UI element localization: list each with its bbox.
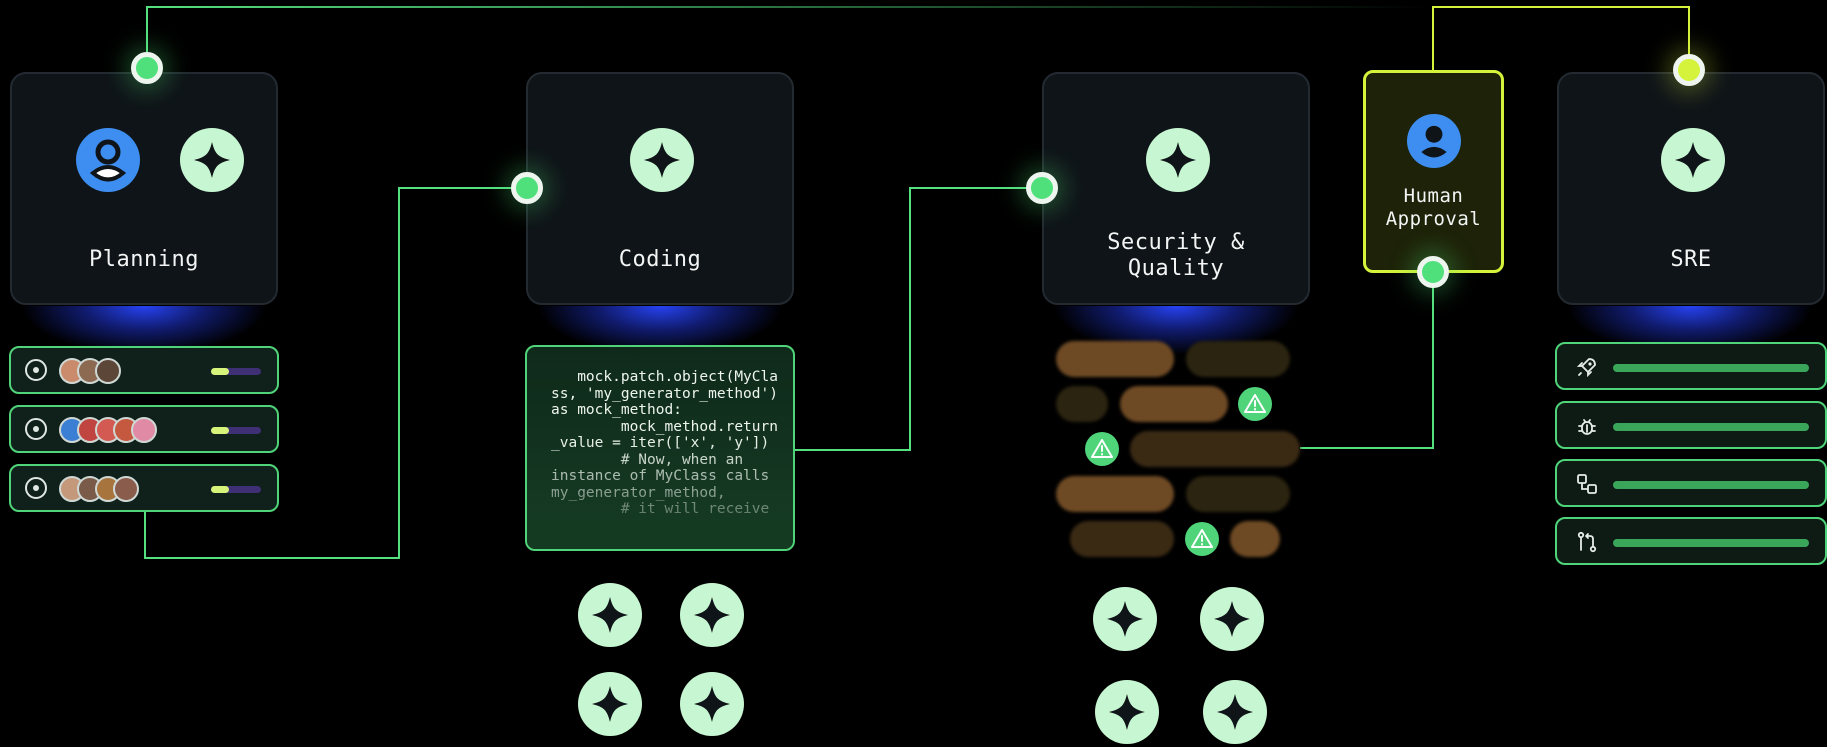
planning-task-row[interactable] [9,464,279,512]
ai-agent-icon [1203,680,1267,744]
ai-agent-icon [578,583,642,647]
warning-icon [1085,432,1119,466]
task-progress-bar [211,486,261,493]
sre-tool-debug[interactable] [1555,401,1827,449]
ai-agent-icon [1661,128,1725,192]
scan-finding [1186,341,1290,377]
ai-agent-icon [1200,587,1264,651]
ai-agent-icon [1146,128,1210,192]
avatar [131,417,157,443]
workflow-icon [1577,474,1597,494]
human-icon [1407,114,1461,168]
human-approval-card[interactable]: Human Approval [1363,70,1504,273]
human-agent-icon [76,128,140,192]
security-title-line2: Quality [1127,256,1225,281]
warning-icon [1185,522,1219,556]
task-status-icon [25,477,47,499]
scan-finding [1056,386,1108,422]
wire-coding-security [795,187,1042,451]
scan-finding [1130,431,1300,467]
scan-finding [1186,476,1290,512]
code-snippet-panel: mock.patch.object(MyCla ss, 'my_generato… [525,345,795,551]
ai-agent-icon [630,128,694,192]
approval-title-line2: Approval [1385,208,1482,230]
ai-agent-icon [1095,680,1159,744]
wire-planning-coding [144,187,527,559]
planning-card: Planning [10,72,278,305]
security-title-line1: Security & [1107,230,1245,255]
coding-input-node[interactable] [511,172,543,204]
avatar [113,476,139,502]
task-progress-bar [211,368,261,375]
task-status-icon [25,359,47,381]
sre-tool-pull-request[interactable] [1555,517,1827,565]
ai-agent-icon [680,583,744,647]
task-status-icon [25,418,47,440]
approval-node[interactable] [1417,256,1449,288]
wire-top-yellow [1432,6,1690,72]
planning-top-node[interactable] [131,52,163,84]
scan-finding [1230,521,1280,557]
planning-task-row[interactable] [9,346,279,394]
ai-agent-icon [680,672,744,736]
ai-agent-icon [1093,587,1157,651]
wire-security-approval [1300,272,1434,449]
planning-title: Planning [89,247,199,272]
sre-top-node[interactable] [1673,54,1705,86]
scan-finding [1070,521,1174,557]
wire-top-green [146,6,1430,70]
coding-card: Coding [526,72,794,305]
approval-title-line1: Human [1403,185,1464,207]
bug-icon [1578,419,1596,435]
ai-agent-icon [578,672,642,736]
sre-tool-workflow[interactable] [1555,459,1827,507]
avatar [95,358,121,384]
scan-finding [1120,386,1228,422]
scan-finding [1056,476,1174,512]
security-input-node[interactable] [1026,172,1058,204]
sre-tool-deploy[interactable] [1555,342,1827,390]
scan-finding [1056,341,1174,377]
sre-title: SRE [1670,247,1712,272]
ai-agent-icon [180,128,244,192]
task-progress-bar [211,427,261,434]
security-card: Security & Quality [1042,72,1310,305]
pull-request-icon [1577,531,1597,553]
planning-task-row[interactable] [9,405,279,453]
coding-title: Coding [618,247,702,272]
rocket-icon [1576,358,1596,378]
warning-icon [1238,387,1272,421]
sre-card: SRE [1557,72,1825,305]
